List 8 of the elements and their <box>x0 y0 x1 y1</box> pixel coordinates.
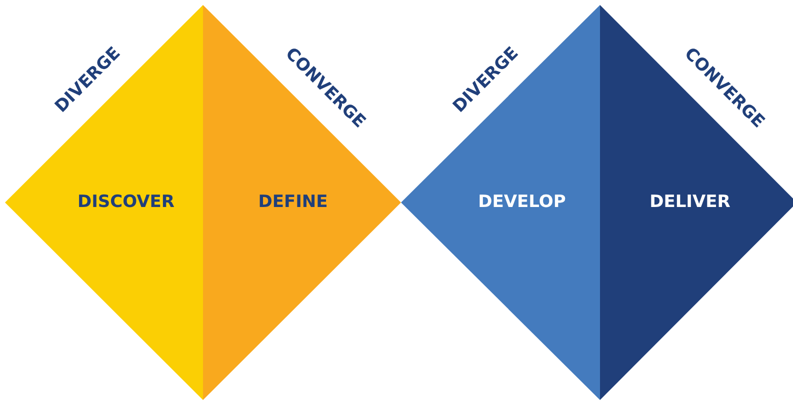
phase-name: DELIVER <box>650 192 730 212</box>
phase-triangle <box>600 5 793 400</box>
phase-triangle <box>203 5 401 400</box>
phase-name: DISCOVER <box>78 192 174 212</box>
phase-triangle <box>5 5 203 400</box>
phase-name: DEVELOP <box>478 192 566 212</box>
phase-triangle <box>401 5 600 400</box>
phase-name: DEFINE <box>258 192 328 212</box>
